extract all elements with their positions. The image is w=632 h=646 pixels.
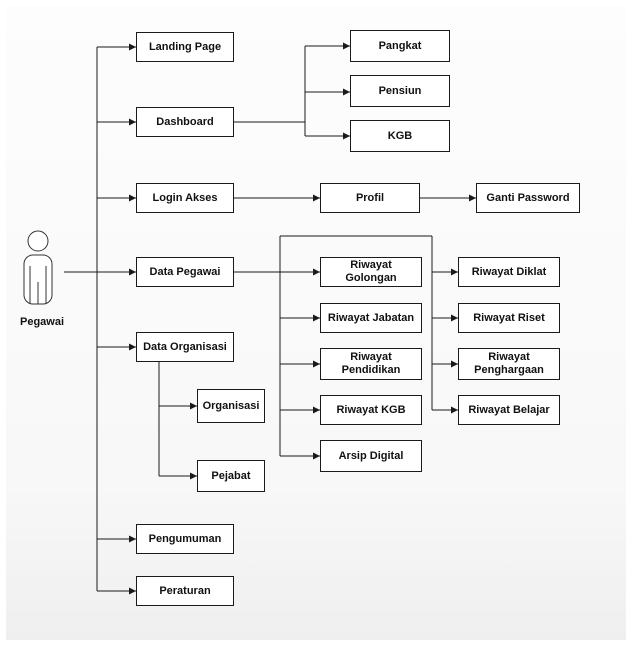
node-riwayat-pendidikan[interactable]: Riwayat Pendidikan: [320, 348, 422, 380]
node-riwayat-golongan[interactable]: Riwayat Golongan: [320, 257, 422, 287]
node-pensiun[interactable]: Pensiun: [350, 75, 450, 107]
node-data-organisasi[interactable]: Data Organisasi: [136, 332, 234, 362]
node-login-akses[interactable]: Login Akses: [136, 183, 234, 213]
node-landing-page[interactable]: Landing Page: [136, 32, 234, 62]
node-peraturan[interactable]: Peraturan: [136, 576, 234, 606]
node-riwayat-jabatan[interactable]: Riwayat Jabatan: [320, 303, 422, 333]
connector-lines: [23, 42, 476, 595]
node-riwayat-belajar[interactable]: Riwayat Belajar: [458, 395, 560, 425]
pegawai-actor-icon: [23, 230, 53, 305]
node-kgb[interactable]: KGB: [350, 120, 450, 152]
node-ganti-password[interactable]: Ganti Password: [476, 183, 580, 213]
node-pengumuman[interactable]: Pengumuman: [136, 524, 234, 554]
node-pangkat[interactable]: Pangkat: [350, 30, 450, 62]
node-dashboard[interactable]: Dashboard: [136, 107, 234, 137]
node-riwayat-kgb[interactable]: Riwayat KGB: [320, 395, 422, 425]
actor-label-pegawai: Pegawai: [19, 316, 65, 328]
node-data-pegawai[interactable]: Data Pegawai: [136, 257, 234, 287]
node-riwayat-diklat[interactable]: Riwayat Diklat: [458, 257, 560, 287]
node-arsip-digital[interactable]: Arsip Digital: [320, 440, 422, 472]
node-riwayat-riset[interactable]: Riwayat Riset: [458, 303, 560, 333]
node-pejabat[interactable]: Pejabat: [197, 460, 265, 492]
node-riwayat-penghargaan[interactable]: Riwayat Penghargaan: [458, 348, 560, 380]
node-profil[interactable]: Profil: [320, 183, 420, 213]
diagram-canvas: Pegawai Landing Page Dashboard Login Aks…: [6, 6, 626, 640]
node-organisasi[interactable]: Organisasi: [197, 389, 265, 423]
